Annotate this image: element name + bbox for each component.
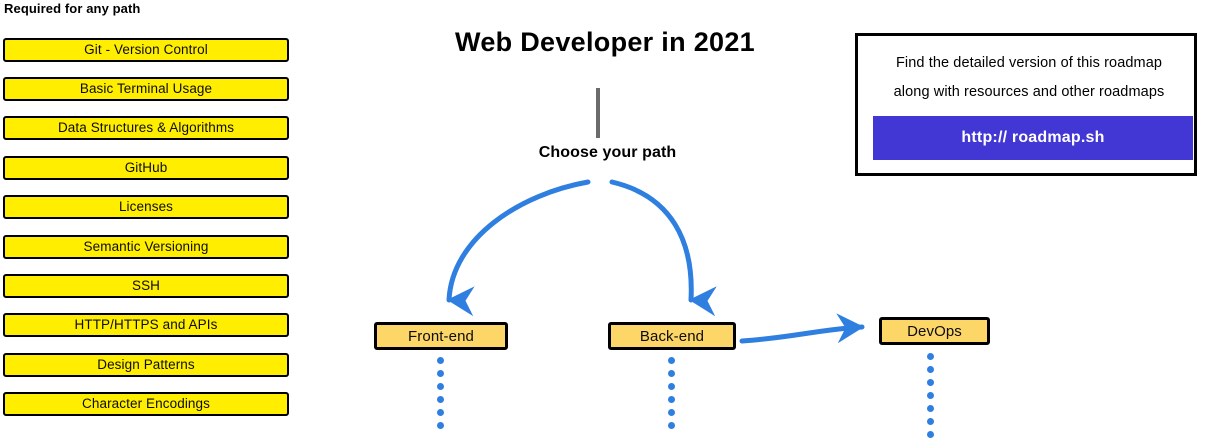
required-item-design-patterns[interactable]: Design Patterns (3, 353, 289, 377)
sidebar-heading: Required for any path (4, 1, 141, 16)
node-label: DevOps (907, 322, 962, 340)
required-item-character-encodings[interactable]: Character Encodings (3, 392, 289, 416)
required-item-http-https-apis[interactable]: HTTP/HTTPS and APIs (3, 313, 289, 337)
roadmap-url-button[interactable]: http:// roadmap.sh (873, 116, 1193, 160)
required-item-label: Semantic Versioning (83, 239, 209, 255)
page-title: Web Developer in 2021 (455, 27, 755, 57)
required-item-basic-terminal-usage[interactable]: Basic Terminal Usage (3, 77, 289, 101)
node-front-end[interactable]: Front-end (374, 322, 508, 350)
required-item-github[interactable]: GitHub (3, 156, 289, 180)
required-path-sidebar: Required for any path Git - Version Cont… (0, 0, 300, 436)
required-item-label: Basic Terminal Usage (79, 81, 213, 97)
node-label: Front-end (408, 327, 474, 345)
roadmap-text-line-2: along with resources and other roadmaps (893, 84, 1165, 100)
required-item-label: Character Encodings (82, 396, 210, 412)
arrow-back-end-to-devops (739, 313, 865, 344)
required-item-licenses[interactable]: Licenses (3, 195, 289, 219)
node-back-end[interactable]: Back-end (608, 322, 736, 350)
arrow-to-front-end (446, 179, 591, 317)
dotted-continuation-devops (927, 353, 934, 444)
required-item-ssh[interactable]: SSH (3, 274, 289, 298)
required-item-label: Data Structures & Algorithms (57, 120, 235, 136)
title-stem-connector (596, 88, 600, 138)
required-item-data-structures[interactable]: Data Structures & Algorithms (3, 116, 289, 140)
choose-your-path-label: Choose your path (538, 144, 677, 161)
node-label: Back-end (639, 327, 705, 345)
required-item-label: HTTP/HTTPS and APIs (74, 317, 218, 333)
required-item-label: Git - Version Control (84, 42, 208, 58)
required-item-label: SSH (131, 278, 161, 294)
required-item-label: Licenses (118, 199, 174, 215)
node-devops[interactable]: DevOps (879, 317, 990, 345)
required-item-git[interactable]: Git - Version Control (3, 38, 289, 62)
arrow-to-back-end (609, 179, 717, 317)
roadmap-callout-box: Find the detailed version of this roadma… (855, 33, 1197, 176)
dotted-continuation-front-end (437, 357, 444, 435)
dotted-continuation-back-end (668, 357, 675, 435)
required-item-label: Design Patterns (97, 357, 195, 373)
required-item-label: GitHub (124, 160, 168, 176)
roadmap-text-line-1: Find the detailed version of this roadma… (895, 55, 1163, 71)
required-item-semantic-versioning[interactable]: Semantic Versioning (3, 235, 289, 259)
